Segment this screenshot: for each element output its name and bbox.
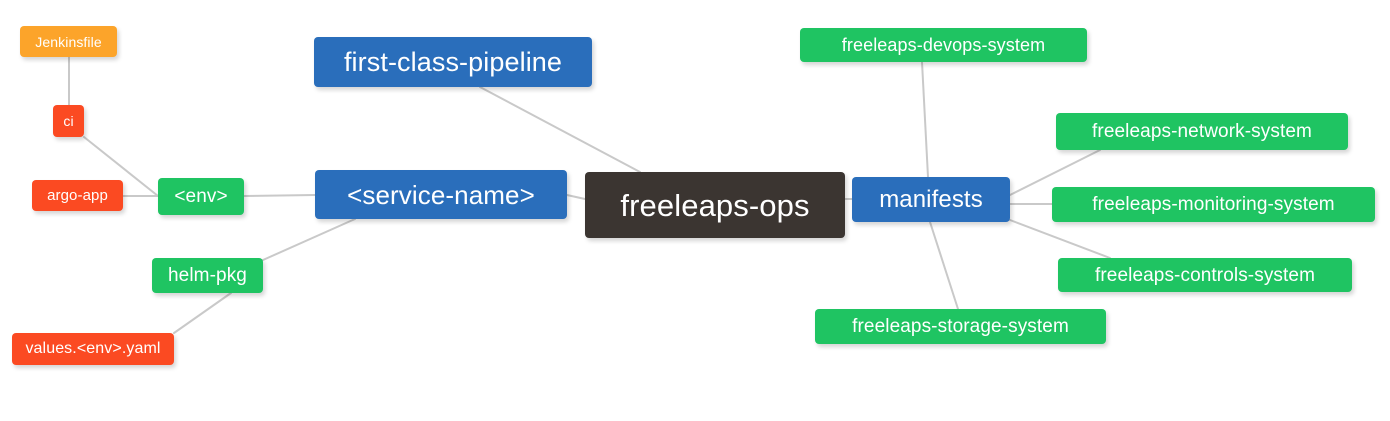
node-service-name[interactable]: <service-name> bbox=[315, 170, 567, 219]
edge-service-name-to-freeleaps-ops bbox=[566, 194, 586, 200]
node-helm-pkg[interactable]: helm-pkg bbox=[152, 258, 263, 293]
edge-manifests-to-controls-system bbox=[1009, 219, 1111, 259]
node-controls-system[interactable]: freeleaps-controls-system bbox=[1058, 258, 1352, 292]
node-ci[interactable]: ci bbox=[53, 105, 84, 137]
node-label-ci: ci bbox=[63, 113, 74, 129]
edge-helm-pkg-to-service-name bbox=[262, 218, 356, 261]
node-storage-system[interactable]: freeleaps-storage-system bbox=[815, 309, 1106, 344]
node-jenkinsfile[interactable]: Jenkinsfile bbox=[20, 26, 117, 57]
node-label-network-system: freeleaps-network-system bbox=[1092, 121, 1312, 142]
node-devops-system[interactable]: freeleaps-devops-system bbox=[800, 28, 1087, 62]
node-label-devops-system: freeleaps-devops-system bbox=[841, 35, 1046, 55]
edge-values-yaml-to-helm-pkg bbox=[173, 292, 232, 334]
node-freeleaps-ops[interactable]: freeleaps-ops bbox=[585, 172, 845, 238]
node-label-service-name: <service-name> bbox=[347, 179, 535, 210]
node-label-storage-system: freeleaps-storage-system bbox=[852, 316, 1069, 337]
edge-env-to-service-name bbox=[243, 194, 316, 197]
node-first-class-pipeline[interactable]: first-class-pipeline bbox=[314, 37, 592, 87]
node-monitoring-system[interactable]: freeleaps-monitoring-system bbox=[1052, 187, 1375, 222]
node-label-argo-app: argo-app bbox=[47, 187, 108, 204]
node-values-yaml[interactable]: values.<env>.yaml bbox=[12, 333, 174, 365]
node-label-controls-system: freeleaps-controls-system bbox=[1094, 264, 1316, 286]
node-env[interactable]: <env> bbox=[158, 178, 244, 215]
node-label-monitoring-system: freeleaps-monitoring-system bbox=[1092, 194, 1335, 215]
node-network-system[interactable]: freeleaps-network-system bbox=[1056, 113, 1348, 150]
node-label-env: <env> bbox=[174, 186, 228, 207]
node-label-first-class-pipeline: first-class-pipeline bbox=[343, 46, 563, 77]
node-label-helm-pkg: helm-pkg bbox=[168, 265, 247, 286]
node-manifests[interactable]: manifests bbox=[852, 177, 1010, 222]
edge-first-class-pipeline-to-freeleaps-ops bbox=[479, 86, 641, 173]
node-argo-app[interactable]: argo-app bbox=[32, 180, 123, 211]
edge-manifests-to-devops-system bbox=[921, 61, 929, 178]
node-label-values-yaml: values.<env>.yaml bbox=[25, 340, 161, 357]
edge-manifests-to-storage-system bbox=[929, 221, 959, 310]
node-label-jenkinsfile: Jenkinsfile bbox=[35, 33, 102, 50]
node-label-freeleaps-ops: freeleaps-ops bbox=[620, 187, 810, 223]
node-label-manifests: manifests bbox=[879, 185, 983, 213]
